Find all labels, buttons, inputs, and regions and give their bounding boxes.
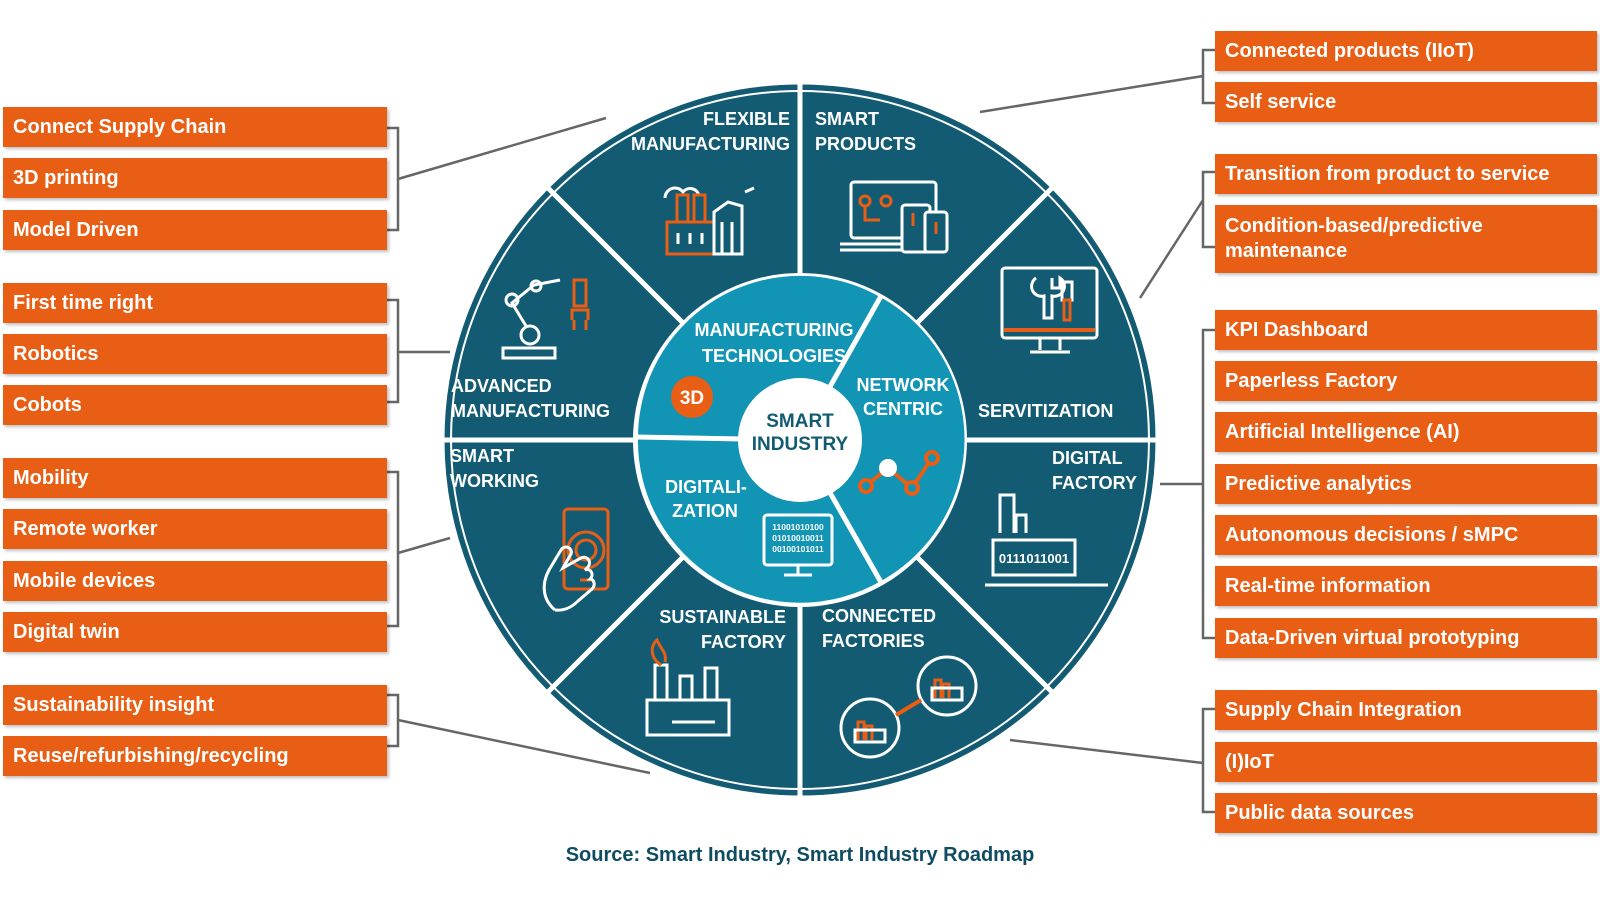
3d-badge-icon [671,376,713,418]
tag-3d-printing: 3D printing [3,158,387,198]
digitalization-label-line1: DIGITALI- [665,477,747,497]
tag-kpi-dashboard: KPI Dashboard [1215,310,1597,350]
devices-icon [840,180,949,254]
tag-model-driven: Model Driven [3,210,387,250]
tag-sustainability-insight: Sustainability insight [3,685,387,725]
connected-label-line1: CONNECTED [822,606,936,626]
connected-label-line2: FACTORIES [822,631,925,651]
tag-real-time-information: Real-time information [1215,566,1597,606]
factory-icon [663,186,755,256]
smart-working-label-line1: SMART [450,446,514,466]
connector-advanced [386,298,450,404]
sustainable-label-line2: FACTORY [701,632,786,652]
tag-predictive-analytics: Predictive analytics [1215,464,1597,504]
connector-flexible [386,116,607,232]
tag-autonomous-decisions: Autonomous decisions / sMPC [1215,515,1597,555]
tag-self-service: Self service [1215,82,1597,122]
tag-public-data-sources: Public data sources [1215,793,1597,833]
tag-mobile-devices: Mobile devices [3,561,387,601]
tag-paperless-factory: Paperless Factory [1215,361,1597,401]
tag-digital-twin: Digital twin [3,612,387,652]
tag-iiot: (I)IoT [1215,742,1597,782]
binary-line-3: 00100101011 [772,544,824,554]
tag-connect-supply-chain: Connect Supply Chain [3,107,387,147]
tag-condition-based-maintenance: Condition-based/predictive maintenance [1215,205,1597,273]
3d-badge-label: 3D [680,388,704,409]
binary-line-1: 11001010100 [772,522,824,532]
digitalization-label-line2: ZATION [672,501,738,521]
tag-remote-worker: Remote worker [3,509,387,549]
network-label-line2: CENTRIC [863,399,943,419]
digital-factory-label-line2: FACTORY [1052,473,1137,493]
smart-products-label-line2: PRODUCTS [815,134,916,154]
center-circle [738,378,862,502]
robot-arm-icon [501,278,590,360]
tag-mobility: Mobility [3,458,387,498]
source-caption: Source: Smart Industry, Smart Industry R… [565,844,1035,866]
advanced-label-line1: ADVANCED [451,376,552,396]
connector-digital-factory [1160,328,1215,640]
tag-first-time-right: First time right [3,283,387,323]
smart-products-label-line1: SMART [815,109,879,129]
digital-factory-binary: 0111011001 [999,551,1069,566]
touch-phone-icon [542,507,610,612]
digital-factory-icon: 0111011001 [985,493,1108,587]
tag-transition-product-service: Transition from product to service [1215,154,1597,194]
smart-working-label-line2: WORKING [450,471,539,491]
connector-servitization [1138,170,1215,299]
connector-connected [1009,707,1215,814]
connector-sustainable [386,693,651,775]
center-title-line1: SMART [766,411,834,432]
tag-artificial-intelligence: Artificial Intelligence (AI) [1215,412,1597,452]
binary-monitor-icon: 11001010100 01010010011 00100101011 [762,513,834,577]
monitor-tools-icon [1000,266,1099,354]
manufacturing-label-line1: MANUFACTURING [695,320,854,340]
connector-smart-products [979,48,1215,114]
network-label-line1: NETWORK [857,375,950,395]
tag-robotics: Robotics [3,334,387,374]
sustainable-label-line1: SUSTAINABLE [659,607,786,627]
connectors-right [979,48,1215,814]
tag-data-driven-prototyping: Data-Driven virtual prototyping [1215,618,1597,658]
flexible-label-line2: MANUFACTURING [631,134,790,154]
tag-cobots: Cobots [3,385,387,425]
tag-connected-products: Connected products (IIoT) [1215,31,1597,71]
manufacturing-label-line2: TECHNOLOGIES [702,346,846,366]
digital-factory-label-line1: DIGITAL [1052,448,1123,468]
tag-supply-chain-integration: Supply Chain Integration [1215,690,1597,730]
tag-reuse-refurbishing-recycling: Reuse/refurbishing/recycling [3,736,387,776]
connectors-left [386,116,651,775]
flexible-label-line1: FLEXIBLE [703,109,790,129]
binary-line-2: 01010010011 [772,533,824,543]
connected-factories-icon [839,655,978,759]
center-title-line2: INDUSTRY [752,434,849,455]
connector-working [386,470,451,628]
green-factory-icon [645,637,731,737]
servitization-label: SERVITIZATION [978,401,1113,421]
advanced-label-line2: MANUFACTURING [451,401,610,421]
network-nodes-icon [858,450,940,496]
